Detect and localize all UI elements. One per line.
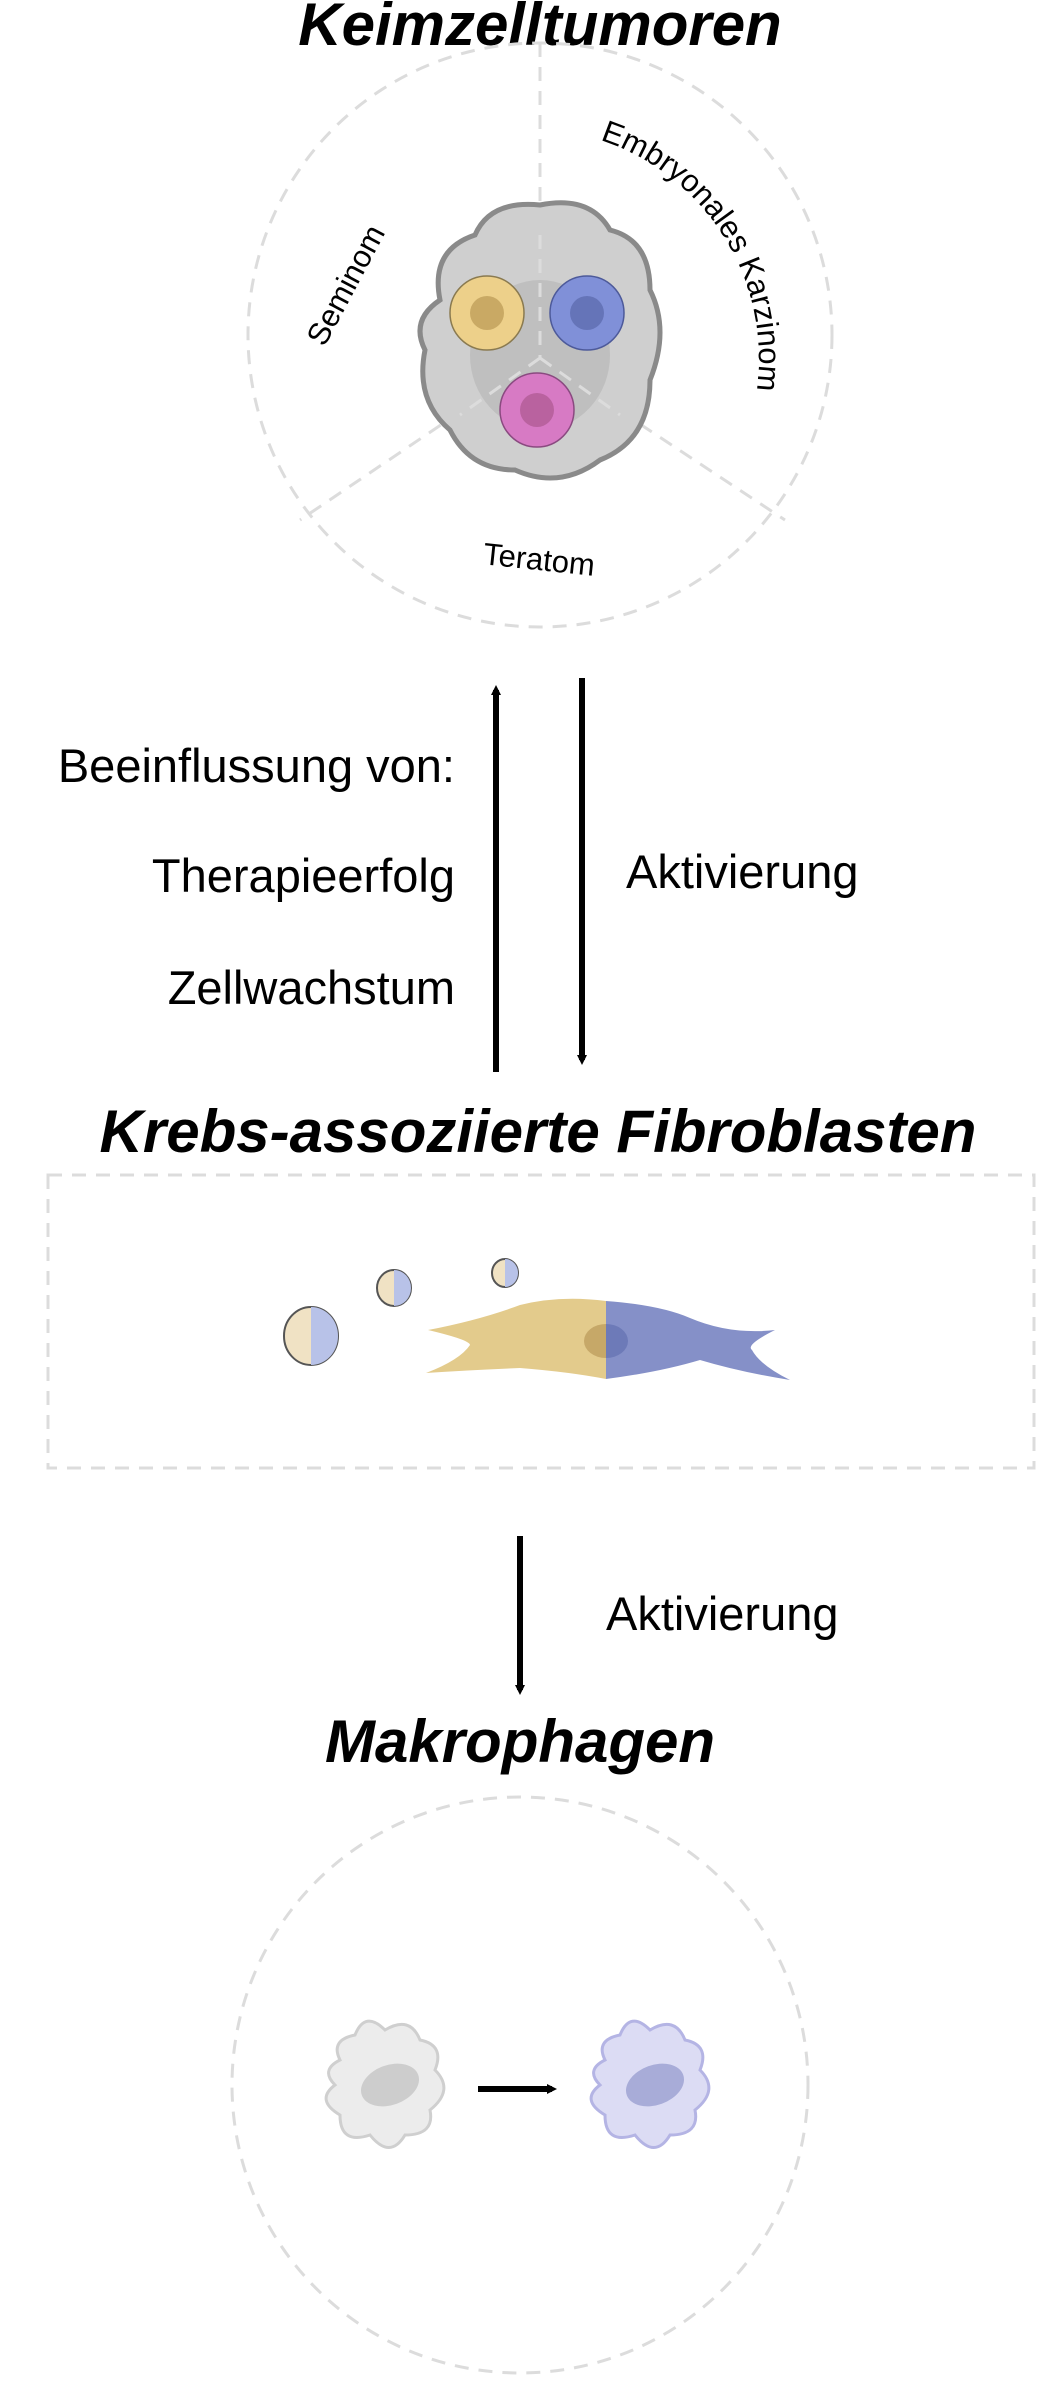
tumor-illustration xyxy=(417,200,663,481)
macrophage-title: Makrophagen xyxy=(325,1708,715,1775)
caf-box xyxy=(46,1173,1036,1470)
label-seminom: Seminom xyxy=(300,219,392,351)
seminom-cell xyxy=(449,275,525,351)
caf-title: Krebs-assoziierte Fibroblasten xyxy=(100,1098,977,1165)
activation-label-2: Aktivierung xyxy=(606,1587,839,1640)
activation-label-1: Aktivierung xyxy=(626,845,859,898)
macrophage-activated xyxy=(589,2019,711,2149)
fibroblast-cell xyxy=(426,1298,790,1380)
influence-heading: Beeinflussung von: xyxy=(58,739,455,792)
label-teratom: Teratom xyxy=(482,536,597,583)
vesicles xyxy=(283,1258,519,1366)
teratoma-cell xyxy=(499,372,575,448)
influence-growth: Zellwachstum xyxy=(168,961,455,1014)
macrophage-resting xyxy=(324,2019,446,2149)
embryonal-carcinoma-cell xyxy=(549,275,625,351)
macrophage-circle xyxy=(230,1795,810,2375)
influence-therapy: Therapieerfolg xyxy=(152,849,455,902)
